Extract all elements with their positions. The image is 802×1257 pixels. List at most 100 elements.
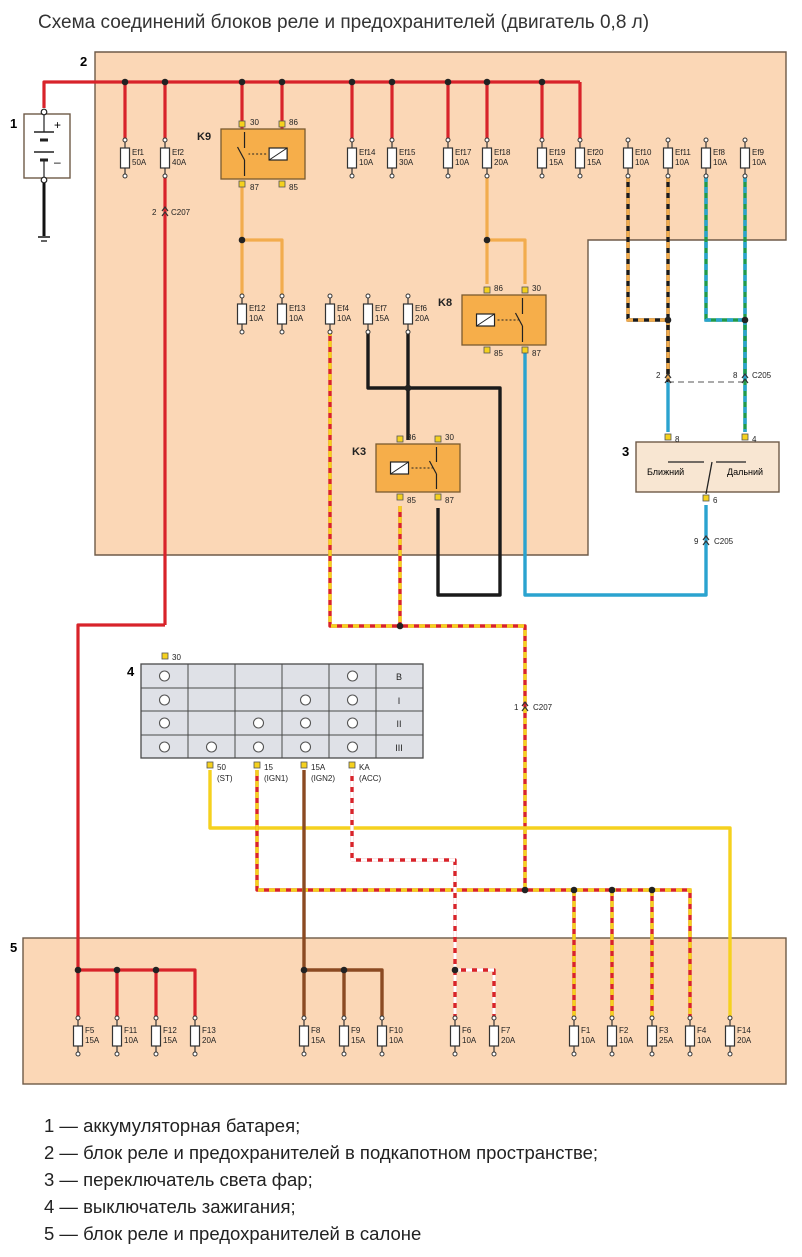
ignition-contact <box>158 694 171 706</box>
terminal-pin <box>206 761 214 769</box>
ignition-feed-wire <box>76 623 165 1020</box>
fuse-rating: 15A <box>85 1036 100 1045</box>
fuse-id: F6 <box>462 1026 472 1035</box>
label-cabin-block: 5 <box>10 940 17 955</box>
fuse-id: F11 <box>124 1026 138 1035</box>
junction <box>444 78 452 86</box>
fuse-rating: 20A <box>501 1036 516 1045</box>
ignition-contact <box>299 741 312 753</box>
ignition-output-pin: 15A <box>311 763 326 772</box>
legend-item-4: 4 — выключатель зажигания; <box>44 1196 296 1217</box>
fuse-rating: 25A <box>659 1036 674 1045</box>
k8-pin-30: 30 <box>532 284 541 293</box>
c207-top-pin: 2 <box>152 208 157 217</box>
switch-low-beam-label: Ближний <box>647 467 684 477</box>
fuse-id: F4 <box>697 1026 707 1035</box>
label-engine-block: 2 <box>80 54 87 69</box>
k3-pin-87: 87 <box>445 496 454 505</box>
fuse-id: Ef15 <box>399 148 416 157</box>
connector-chevron <box>741 373 749 384</box>
terminal-pin <box>702 494 710 502</box>
fuse-rating: 50A <box>132 158 147 167</box>
battery-minus-sign: – <box>54 155 61 169</box>
ignition-row-label: II <box>396 719 401 729</box>
junction <box>238 78 246 86</box>
switch-high-beam-label: Дальний <box>727 467 763 477</box>
ignition-output-pin: 15 <box>264 763 273 772</box>
c207-top-name: C207 <box>171 208 191 217</box>
fuse-id: F12 <box>163 1026 177 1035</box>
c205-bottom-pin: 9 <box>694 537 699 546</box>
ignition-contact <box>252 717 265 729</box>
fuse-rating: 15A <box>587 158 602 167</box>
switch-pin-right: 4 <box>752 435 757 444</box>
connector-chevron <box>664 373 672 384</box>
fuse-id: Ef4 <box>337 304 350 313</box>
fuse-rating: 10A <box>619 1036 634 1045</box>
k3-pin-86: 86 <box>407 433 416 442</box>
fuse-rating: 40A <box>172 158 187 167</box>
ignition-pin-30: 30 <box>172 653 181 662</box>
connector-chevron <box>161 206 169 217</box>
k9-pin-87: 87 <box>250 183 259 192</box>
fuse-id: Ef2 <box>172 148 185 157</box>
fuse-rating: 10A <box>697 1036 712 1045</box>
fuse-id: F3 <box>659 1026 669 1035</box>
ignition-output-name: (IGN1) <box>264 774 288 783</box>
junction <box>238 236 246 244</box>
k8-87-wire <box>523 352 708 597</box>
k3-feed-wire <box>366 330 502 597</box>
terminal-pin <box>521 346 529 354</box>
label-battery: 1 <box>10 116 17 131</box>
fuse-id: Ef10 <box>635 148 652 157</box>
terminal-pin <box>396 435 404 443</box>
switch-pin-out: 6 <box>713 496 718 505</box>
fuse-rating: 10A <box>462 1036 477 1045</box>
fuse-id: Ef6 <box>415 304 428 313</box>
terminal-pin <box>348 761 356 769</box>
legend-item-2: 2 — блок реле и предохранителей в подкап… <box>44 1142 599 1163</box>
junction <box>483 78 491 86</box>
ignition-output-name: (IGN2) <box>311 774 335 783</box>
ignition-output-name: (ST) <box>217 774 233 783</box>
junction <box>483 236 491 244</box>
junction <box>113 966 121 974</box>
fuse-id: Ef11 <box>675 148 691 157</box>
ignition-contact <box>299 717 312 729</box>
ef18-to-k8-wire <box>485 176 527 284</box>
ignition-contact <box>346 694 359 706</box>
fuse-id: F1 <box>581 1026 591 1035</box>
fuse-rating: 20A <box>202 1036 217 1045</box>
label-ignition-switch: 4 <box>127 664 135 679</box>
k9-output-wire <box>240 186 284 298</box>
ignition-contact <box>158 741 171 753</box>
fuse-rating: 30A <box>399 158 414 167</box>
junction <box>521 886 529 894</box>
terminal-pin <box>300 761 308 769</box>
c205-top-right-pin: 8 <box>733 371 738 380</box>
fuse-id: Ef14 <box>359 148 376 157</box>
acc-wire-stripe <box>350 770 457 1020</box>
battery-plus-sign: + <box>54 118 61 132</box>
fuse-id: F14 <box>737 1026 751 1035</box>
k9-pin-30: 30 <box>250 118 259 127</box>
fuse-id: Ef17 <box>455 148 472 157</box>
k8-pin-85: 85 <box>494 349 503 358</box>
terminal-pin <box>161 652 169 660</box>
